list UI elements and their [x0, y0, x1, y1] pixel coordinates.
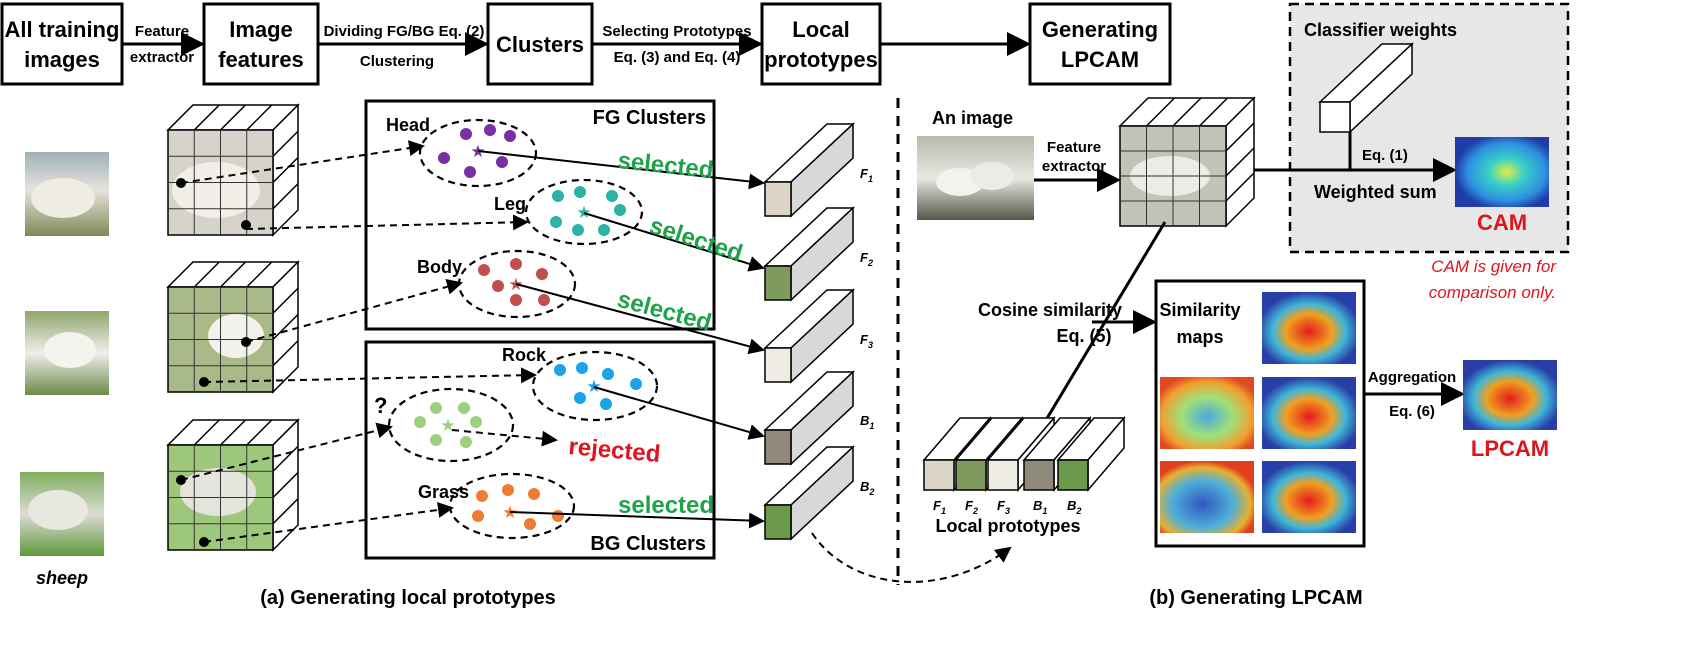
- prototype-bars: [763, 122, 855, 541]
- bg-clusters-title: BG Clusters: [590, 533, 706, 555]
- prototype-b2: [763, 445, 855, 541]
- similarity-map-4: [1160, 461, 1254, 533]
- similarity-map-1: [1262, 292, 1356, 364]
- feature-cube-3: [166, 418, 300, 552]
- step-generating-lpcam: [1028, 2, 1172, 86]
- lp-label-f2: F2: [965, 498, 978, 516]
- sheep-blob-3: [28, 490, 88, 530]
- aggregation-line2: Eq. (6): [1389, 403, 1435, 420]
- step2-line2: features: [218, 47, 304, 72]
- cluster-rock: ★ Rock: [502, 345, 659, 422]
- step2-line1: Image: [229, 17, 293, 42]
- step4-line2: prototypes: [764, 47, 878, 72]
- eq1-label: Eq. (1): [1362, 147, 1408, 164]
- body-label: Body: [417, 257, 462, 277]
- lpcam-heatmap: [1463, 360, 1557, 430]
- proto-label-f1: F1: [860, 166, 873, 184]
- step3-label: Clusters: [496, 32, 584, 57]
- lpcam-label: LPCAM: [1471, 436, 1549, 461]
- step1-line1: All training: [5, 17, 120, 42]
- arrow1-line1: Feature: [135, 23, 189, 40]
- lp-label-b1: B1: [1033, 498, 1047, 516]
- similarity-map-2: [1160, 377, 1254, 449]
- lp-label-f1: F1: [933, 498, 946, 516]
- bg-clusters-box: [364, 340, 716, 560]
- dashed-assignment-arrows: [180, 140, 1012, 583]
- classifier-weight-bar: [1318, 42, 1414, 134]
- status-selected-grass: selected: [618, 492, 714, 519]
- cluster-head: ★ Head: [386, 115, 538, 188]
- arrow2-line1: Dividing FG/BG Eq. (2): [324, 23, 485, 40]
- cam-note-line2: comparison only.: [1429, 283, 1556, 302]
- leg-label: Leg: [494, 194, 526, 214]
- proto-label-b2: B2: [860, 479, 874, 497]
- step-all-training-images: [0, 2, 124, 86]
- arrow3-line1: Selecting Prototypes: [602, 23, 751, 40]
- proto-label-f2: F2: [860, 250, 873, 268]
- rock-label: Rock: [502, 345, 547, 365]
- rock-star-icon: ★: [586, 377, 601, 396]
- fe-b-line1: Feature: [1047, 139, 1101, 156]
- sheep-blob-2: [44, 332, 96, 368]
- step5-line2: LPCAM: [1061, 47, 1139, 72]
- an-image-label: An image: [932, 108, 1013, 128]
- fe-b-line2: extractor: [1042, 158, 1106, 175]
- class-label-sheep: sheep: [36, 568, 88, 588]
- lp-label-b2: B2: [1067, 498, 1081, 516]
- step-image-features: [202, 2, 320, 86]
- proto-label-f3: F3: [860, 332, 873, 350]
- cosine-line1: Cosine similarity: [978, 300, 1122, 320]
- local-prototypes-label: Local prototypes: [935, 516, 1080, 536]
- cam-label: CAM: [1477, 210, 1527, 235]
- aggregation-line1: Aggregation: [1368, 369, 1456, 386]
- cluster-leg: ★ Leg: [494, 178, 644, 246]
- leg-star-icon: ★: [576, 203, 591, 222]
- fg-clusters-title: FG Clusters: [593, 107, 706, 129]
- prototype-f1: [763, 122, 855, 218]
- prototype-labels: F1 F2 F3 B1 B2: [860, 166, 874, 497]
- proto-label-b1: B1: [860, 413, 874, 431]
- step5-line1: Generating: [1042, 17, 1158, 42]
- feature-cube-b: [1118, 96, 1256, 228]
- cam-heatmap: [1455, 137, 1549, 207]
- step-local-prototypes: [760, 2, 882, 86]
- lp-label-f3: F3: [997, 498, 1010, 516]
- arrow2-line2: Clustering: [360, 53, 434, 70]
- arrow1-line2: extractor: [130, 49, 194, 66]
- caption-b: (b) Generating LPCAM: [1149, 587, 1362, 609]
- similarity-map-3: [1262, 377, 1356, 449]
- caption-a: (a) Generating local prototypes: [260, 587, 556, 609]
- part-a: sheep: [20, 99, 1012, 609]
- cam-note-line1: CAM is given for: [1431, 257, 1557, 276]
- sheep-blob-1: [31, 178, 95, 218]
- part-b: An image Feature extractor Classifier we…: [917, 2, 1570, 609]
- arrow3-line2: Eq. (3) and Eq. (4): [614, 49, 741, 66]
- unknown-label: ?: [374, 393, 387, 418]
- grass-label: Grass: [418, 482, 469, 502]
- weighted-sum-label: Weighted sum: [1314, 182, 1437, 202]
- step1-line2: images: [24, 47, 100, 72]
- similarity-line2: maps: [1176, 327, 1223, 347]
- cosine-line2: Eq. (5): [1056, 326, 1111, 346]
- prototype-b1: [763, 370, 855, 466]
- step4-line1: Local: [792, 17, 849, 42]
- unknown-star-icon: ★: [440, 416, 455, 435]
- local-prototypes-row: [922, 415, 1126, 493]
- head-label: Head: [386, 115, 430, 135]
- local-prototype-labels: F1 F2 F3 B1 B2: [933, 498, 1081, 516]
- similarity-map-5: [1262, 461, 1356, 533]
- similarity-line1: Similarity: [1159, 300, 1240, 320]
- prototype-f3: [763, 288, 855, 384]
- lp-bar-5: [1056, 415, 1126, 493]
- selection-arrows: [477, 150, 765, 529]
- input-sheep-blob-2: [970, 162, 1014, 190]
- pipeline: All training images Feature extractor Im…: [0, 2, 1172, 86]
- classifier-weights-label: Classifier weights: [1304, 20, 1457, 40]
- feature-cube-1: [166, 103, 300, 237]
- prototype-f2: [763, 206, 855, 302]
- feature-cube-2: [166, 260, 300, 394]
